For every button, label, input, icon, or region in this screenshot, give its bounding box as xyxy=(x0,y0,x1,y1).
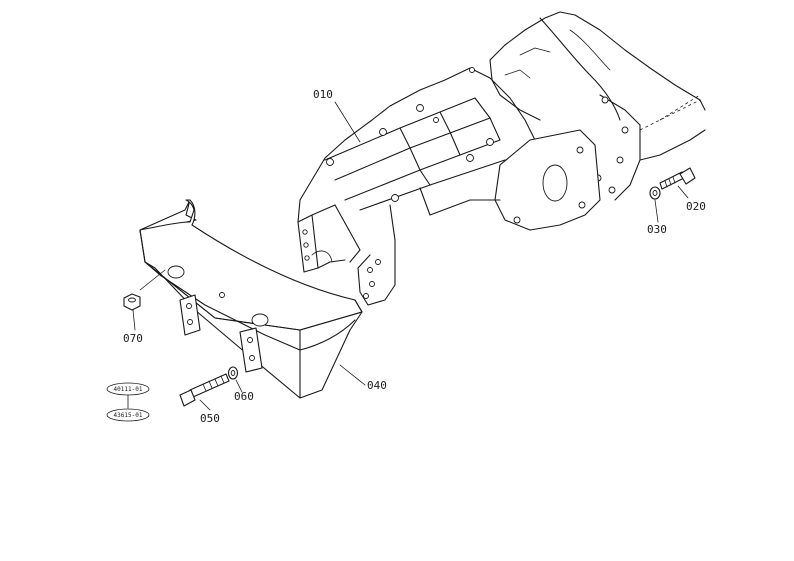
bolt-050 xyxy=(179,373,230,407)
label-040: 040 xyxy=(367,379,387,392)
label-060: 060 xyxy=(234,390,254,403)
front-weight-040 xyxy=(139,199,363,399)
serial-tag-lower: 43615-01 xyxy=(114,412,143,419)
label-020: 020 xyxy=(686,200,706,213)
serial-tag-upper: 40111-01 xyxy=(114,386,143,393)
label-010: 010 xyxy=(313,88,333,101)
washer-060 xyxy=(227,366,239,380)
front-bracket-010 xyxy=(297,67,601,306)
label-070: 070 xyxy=(123,332,143,345)
label-030: 030 xyxy=(647,223,667,236)
bolt-020 xyxy=(659,167,696,190)
serial-tag-group: 40111-01 43615-01 xyxy=(106,382,150,422)
nut-070 xyxy=(123,293,141,311)
washer-030 xyxy=(649,186,661,200)
label-050: 050 xyxy=(200,412,220,425)
transmission-case xyxy=(489,11,706,201)
leader-lines xyxy=(127,101,689,411)
